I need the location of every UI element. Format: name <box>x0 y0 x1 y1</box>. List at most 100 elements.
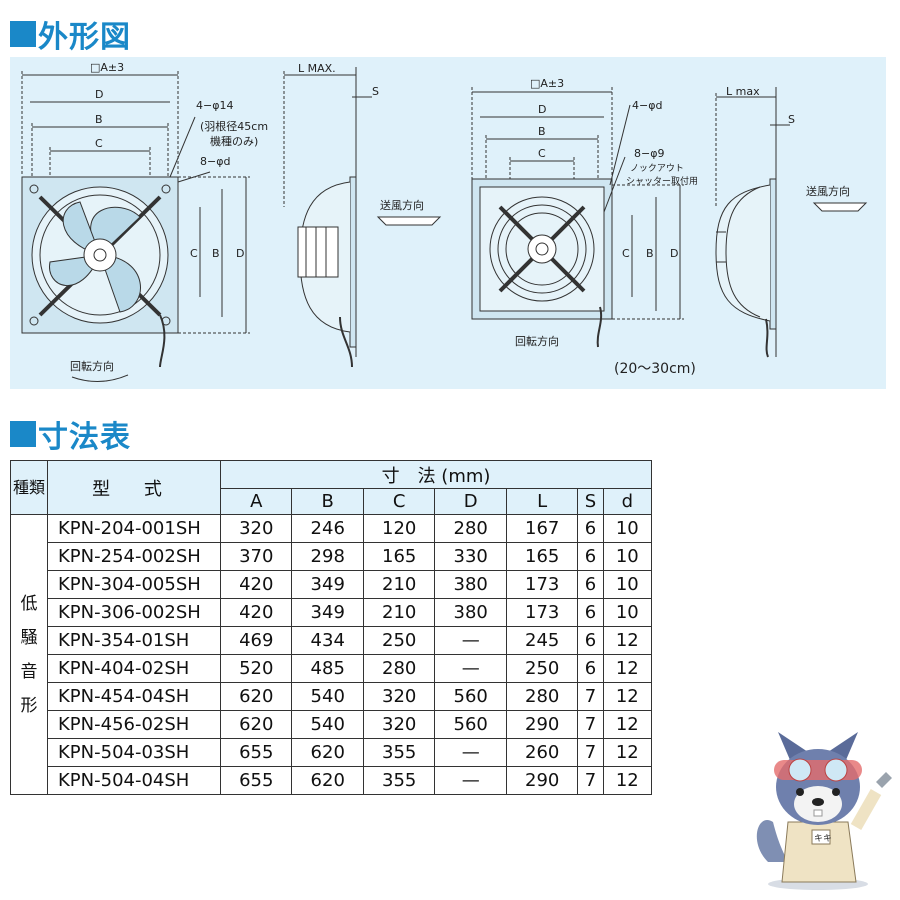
value-cell-D: 560 <box>434 710 507 739</box>
value-cell-d: 12 <box>602 710 653 739</box>
right-airflow-label: 送風方向 <box>806 184 850 198</box>
value-cell-C: 320 <box>362 710 436 739</box>
right-c-label: C <box>538 147 546 160</box>
header-kind: 種類 <box>10 460 48 515</box>
model-cell: KPN-456-02SH <box>47 710 221 739</box>
model-cell: KPN-254-002SH <box>47 542 221 571</box>
kind-cell: 低騒音形 <box>10 514 48 795</box>
value-cell-D: — <box>434 766 507 795</box>
value-cell-L: 245 <box>505 626 579 655</box>
right-front-view <box>471 87 684 348</box>
value-cell-L: 250 <box>505 654 579 683</box>
left-hole-note-2: (羽根径45cm <box>200 119 268 133</box>
value-cell-B: 349 <box>291 598 364 627</box>
title-square-icon <box>10 421 36 447</box>
section-title-outline: 外形図 <box>10 12 131 56</box>
right-hole-note-3: ノックアウト <box>630 163 684 174</box>
value-cell-D: 380 <box>434 598 507 627</box>
section-title-outline-text: 外形図 <box>38 20 131 55</box>
value-cell-d: 10 <box>602 598 653 627</box>
value-cell-A: 620 <box>219 710 293 739</box>
value-cell-C: 280 <box>362 654 436 683</box>
value-cell-d: 12 <box>602 682 653 711</box>
model-cell: KPN-204-001SH <box>47 514 221 543</box>
value-cell-A: 320 <box>219 514 293 543</box>
right-b-vlabel: B <box>646 247 654 260</box>
value-cell-L: 165 <box>505 542 579 571</box>
value-cell-B: 620 <box>291 766 364 795</box>
value-cell-C: 355 <box>362 738 436 767</box>
value-cell-L: 290 <box>505 766 579 795</box>
value-cell-C: 120 <box>362 514 436 543</box>
value-cell-d: 12 <box>602 738 653 767</box>
value-cell-A: 620 <box>219 682 293 711</box>
header-model: 型 式 <box>47 460 221 515</box>
column-header-d: d <box>602 488 653 515</box>
left-hole-note-4: 8−φd <box>200 155 230 168</box>
right-hole-note-2: 8−φ9 <box>634 147 664 160</box>
left-c-vlabel: C <box>190 247 198 260</box>
value-cell-D: 380 <box>434 570 507 599</box>
mascot-wolf-illustration: キキ <box>748 712 898 892</box>
value-cell-C: 210 <box>362 598 436 627</box>
value-cell-d: 10 <box>602 570 653 599</box>
left-rotation-label: 回転方向 <box>70 359 114 373</box>
value-cell-d: 10 <box>602 542 653 571</box>
value-cell-L: 173 <box>505 598 579 627</box>
value-cell-D: 280 <box>434 514 507 543</box>
model-cell: KPN-454-04SH <box>47 682 221 711</box>
value-cell-S: 7 <box>577 682 604 711</box>
value-cell-S: 7 <box>577 738 604 767</box>
value-cell-D: — <box>434 626 507 655</box>
value-cell-S: 6 <box>577 542 604 571</box>
value-cell-B: 485 <box>291 654 364 683</box>
model-cell: KPN-304-005SH <box>47 570 221 599</box>
outline-drawing-panel: □A±3 D B C C B D 4−φ14 (羽根径45cm 機種のみ) 8−… <box>10 57 886 389</box>
left-b-vlabel: B <box>212 247 220 260</box>
mascot-icon: キキ <box>756 732 892 890</box>
value-cell-B: 434 <box>291 626 364 655</box>
section-title-dimensions-text: 寸法表 <box>38 420 131 455</box>
value-cell-B: 246 <box>291 514 364 543</box>
left-b-label: B <box>95 113 103 126</box>
value-cell-d: 10 <box>602 514 653 543</box>
right-c-vlabel: C <box>622 247 630 260</box>
value-cell-A: 420 <box>219 598 293 627</box>
value-cell-B: 540 <box>291 682 364 711</box>
right-l-label: L max <box>726 85 760 98</box>
value-cell-L: 167 <box>505 514 579 543</box>
model-cell: KPN-306-002SH <box>47 598 221 627</box>
left-a-label: □A±3 <box>90 61 124 74</box>
value-cell-L: 280 <box>505 682 579 711</box>
left-s-label: S <box>372 85 379 98</box>
value-cell-L: 173 <box>505 570 579 599</box>
mascot-badge: キキ <box>814 834 832 844</box>
left-c-label: C <box>95 137 103 150</box>
column-header-C: C <box>362 488 436 515</box>
right-hole-note-4: シャッター取付用 <box>626 176 698 187</box>
right-cord-note: (20〜30cm) <box>614 361 696 377</box>
right-rotation-label: 回転方向 <box>515 334 559 348</box>
value-cell-S: 7 <box>577 710 604 739</box>
model-cell: KPN-354-01SH <box>47 626 221 655</box>
left-l-label: L MAX. <box>298 62 336 75</box>
value-cell-C: 210 <box>362 570 436 599</box>
value-cell-S: 6 <box>577 570 604 599</box>
right-s-label: S <box>788 113 795 126</box>
column-header-D: D <box>434 488 507 515</box>
right-airflow-arrow-icon <box>812 202 868 212</box>
value-cell-S: 6 <box>577 626 604 655</box>
right-b-label: B <box>538 125 546 138</box>
value-cell-d: 12 <box>602 654 653 683</box>
left-d-vlabel: D <box>236 247 244 260</box>
